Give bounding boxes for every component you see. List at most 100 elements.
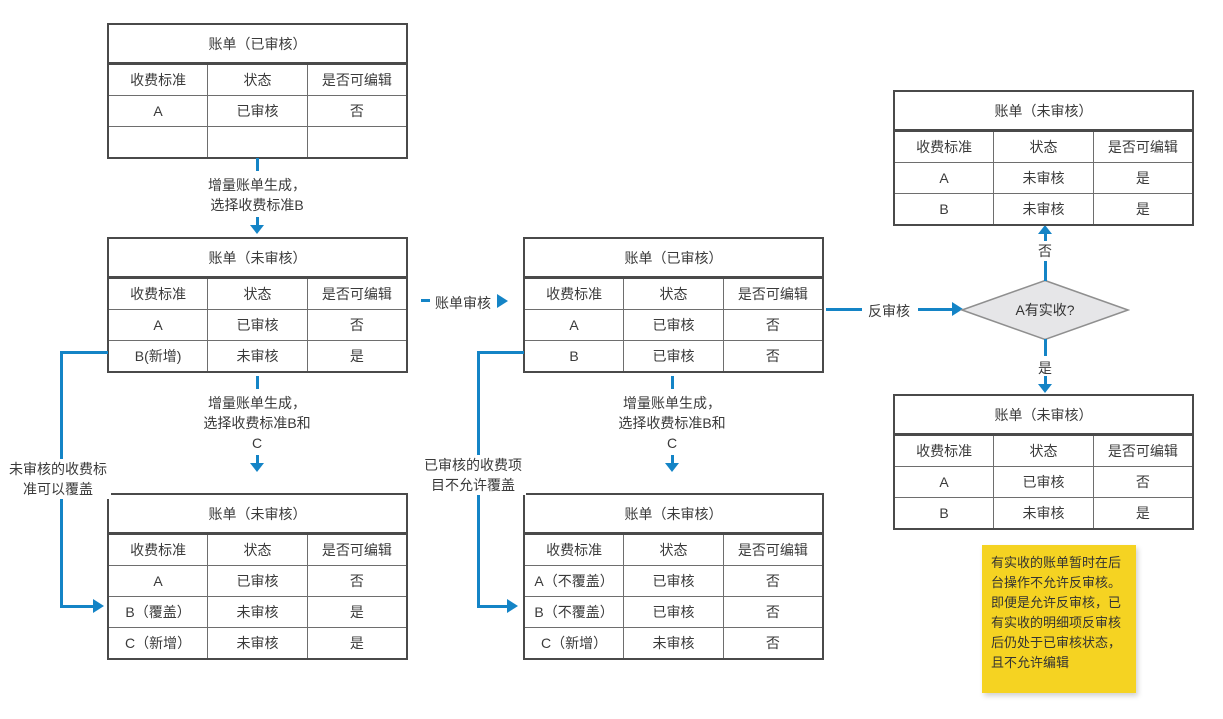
cell: C（新增） [523, 627, 625, 660]
table-row: B（覆盖） 未审核 是 [107, 596, 408, 628]
connector-line [670, 376, 674, 389]
table-row: 账单（未审核） [893, 90, 1194, 132]
cell: B [893, 193, 995, 226]
cell: 未审核 [993, 497, 1094, 530]
arrow-down-icon [572, 455, 772, 472]
cell: 已审核 [207, 309, 308, 341]
table-title: 账单（未审核） [893, 394, 1194, 436]
table-row: 收费标准 状态 是否可编辑 [893, 130, 1194, 163]
table-row: A 未审核 是 [893, 162, 1194, 194]
cell: 未审核 [207, 596, 308, 628]
table-row: 账单（未审核） [893, 394, 1194, 436]
cell: A [893, 466, 995, 498]
col-header: 状态 [623, 533, 724, 566]
cell: 否 [722, 309, 824, 341]
connector-label: 增量账单生成， 选择收费标准B和 C [203, 395, 311, 451]
table-row: A 已审核 否 [107, 565, 408, 597]
cell: 未审核 [993, 193, 1094, 226]
col-header: 收费标准 [107, 63, 209, 96]
table-row: 收费标准 状态 是否可编辑 [107, 533, 408, 566]
col-header: 收费标准 [523, 277, 625, 310]
table-row: C（新增） 未审核 是 [107, 627, 408, 660]
cell: B（不覆盖） [523, 596, 625, 628]
connector-line [826, 308, 862, 311]
connector-line [60, 351, 108, 354]
table-title: 账单（已审核） [107, 23, 408, 65]
table-row: 收费标准 状态 是否可编辑 [107, 63, 408, 96]
connector-line [63, 605, 94, 608]
table-row: A 已审核 否 [107, 95, 408, 127]
cell: 未审核 [623, 627, 724, 660]
arrow-down-icon [157, 217, 357, 234]
cell: 是 [306, 340, 408, 373]
cell: 否 [306, 95, 408, 127]
cell: 否 [306, 565, 408, 597]
cell: B（覆盖） [107, 596, 209, 628]
col-header: 是否可编辑 [1092, 434, 1194, 467]
cell: A（不覆盖） [523, 565, 625, 597]
cell: 已审核 [207, 565, 308, 597]
col-header: 是否可编辑 [306, 63, 408, 96]
table-row: 收费标准 状态 是否可编辑 [107, 277, 408, 310]
col-header: 是否可编辑 [306, 277, 408, 310]
cell: 否 [722, 565, 824, 597]
cell: B(新增) [107, 340, 209, 373]
edge-label-reverse-audit: 反审核 [868, 303, 910, 319]
table-row: 账单（未审核） [107, 493, 408, 535]
table-row: B 未审核 是 [893, 193, 1194, 226]
table-reverse-audit-with-receipt: 账单（未审核） 收费标准 状态 是否可编辑 A 已审核 否 B 未审核 是 [893, 394, 1194, 530]
cell: A [893, 162, 995, 194]
edge-label-no: 否 [1038, 243, 1052, 259]
table-reverse-audit-no-receipt: 账单（未审核） 收费标准 状态 是否可编辑 A 未审核 是 B 未审核 是 [893, 90, 1194, 226]
cell: 已审核 [623, 340, 724, 373]
connector-line [1044, 234, 1047, 241]
cell: 否 [722, 627, 824, 660]
col-header: 状态 [207, 277, 308, 310]
cell: 已审核 [623, 565, 724, 597]
connector-line [477, 351, 524, 354]
table-increment-bc-not-overridden: 账单（未审核） 收费标准 状态 是否可编辑 A（不覆盖） 已审核 否 B（不覆盖… [523, 493, 824, 660]
connector-line [1044, 376, 1047, 384]
table-title: 账单（未审核） [107, 237, 408, 279]
connector-line [255, 376, 259, 389]
cell: 未审核 [207, 627, 308, 660]
cell: B [523, 340, 625, 373]
cell: 已审核 [993, 466, 1094, 498]
connector-line [255, 158, 259, 171]
table-increment-bc-overridden: 账单（未审核） 收费标准 状态 是否可编辑 A 已审核 否 B（覆盖） 未审核 … [107, 493, 408, 660]
annotation-unaudited-overridable: 未审核的收费标 准可以覆盖 [5, 459, 111, 499]
arrow-right-icon [952, 302, 963, 316]
cell: 否 [722, 340, 824, 373]
cell: 否 [306, 309, 408, 341]
table-row: 账单（未审核） [107, 237, 408, 279]
col-header: 收费标准 [107, 277, 209, 310]
cell: B [893, 497, 995, 530]
table-audited-a-b: 账单（已审核） 收费标准 状态 是否可编辑 A 已审核 否 B 已审核 否 [523, 237, 824, 373]
cell: A [523, 309, 625, 341]
table-title: 账单（未审核） [893, 90, 1194, 132]
col-header: 是否可编辑 [722, 533, 824, 566]
connector-line [1044, 261, 1047, 281]
cell: 是 [1092, 497, 1194, 530]
table-row: B（不覆盖） 已审核 否 [523, 596, 824, 628]
table-row: 账单（未审核） [523, 493, 824, 535]
cell: 未审核 [207, 340, 308, 373]
arrow-right-icon [93, 599, 104, 613]
connector-line [1044, 339, 1047, 356]
table-row: A 已审核 否 [107, 309, 408, 341]
arrow-down-icon [157, 455, 357, 472]
cell: 已审核 [623, 596, 724, 628]
connector-generate-bc-left: 增量账单生成， 选择收费标准B和 C [157, 376, 357, 472]
table-title: 账单（未审核） [523, 493, 824, 535]
col-header: 状态 [207, 63, 308, 96]
table-row: B(新增) 未审核 是 [107, 340, 408, 373]
decision-diamond: A有实收? [959, 279, 1131, 341]
col-header: 收费标准 [107, 533, 209, 566]
arrow-up-icon [1038, 225, 1052, 234]
table-row: 收费标准 状态 是否可编辑 [523, 533, 824, 566]
connector-generate-bc-center: 增量账单生成， 选择收费标准B和 C [572, 376, 772, 472]
connector-generate-b: 增量账单生成， 选择收费标准B [157, 158, 357, 234]
col-header: 是否可编辑 [306, 533, 408, 566]
connector-line [480, 605, 508, 608]
